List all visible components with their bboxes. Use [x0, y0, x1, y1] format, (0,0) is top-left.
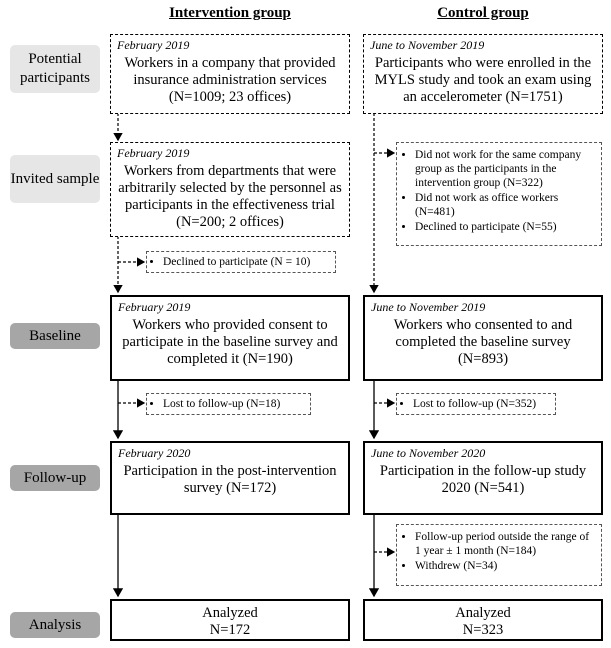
ctl-followup-exclusion-item: Follow-up period outside the range of 1 … [415, 530, 595, 558]
ctl-exclusion-item: Declined to participate (N=55) [415, 220, 595, 234]
int-declined-note: Declined to participate (N = 10) [146, 251, 336, 273]
ctl-followup-text: Participation in the follow-up study 202… [379, 463, 587, 496]
ctl-lost-item: Lost to follow-up (N=352) [413, 397, 549, 411]
int-baseline-text: Workers who provided consent to particip… [122, 317, 338, 367]
int-analysis-line2: N=172 [209, 622, 251, 638]
ctl-potential-text: Participants who were enrolled in the MY… [374, 55, 592, 105]
stage-potential-participants: Potential participants [10, 45, 100, 93]
ctl-baseline-text: Workers who consented to and completed t… [393, 317, 573, 367]
int-lost-item: Lost to follow-up (N=18) [163, 397, 304, 411]
int-followup-text: Participation in the post-intervention s… [123, 463, 337, 496]
int-declined-item: Declined to participate (N = 10) [163, 255, 329, 269]
int-analysis-line1: Analyzed [202, 605, 258, 621]
ctl-exclusions-note: Did not work for the same company group … [396, 142, 602, 246]
stage-follow-up: Follow-up [10, 465, 100, 491]
ctl-followup-exclusions-note: Follow-up period outside the range of 1 … [396, 524, 602, 586]
int-analysis-box: Analyzed N=172 [110, 599, 350, 641]
stage-analysis: Analysis [10, 612, 100, 638]
ctl-analysis-line2: N=323 [462, 622, 504, 638]
int-potential-date: February 2019 [117, 38, 190, 52]
ctl-analysis-box: Analyzed N=323 [363, 599, 603, 641]
stage-invited-sample: Invited sample [10, 155, 100, 203]
ctl-exclusion-item: Did not work as office workers (N=481) [415, 191, 595, 219]
ctl-followup-date: June to November 2020 [371, 446, 486, 460]
ctl-lost-note: Lost to follow-up (N=352) [396, 393, 556, 415]
ctl-followup-box: June to November 2020 Participation in t… [363, 441, 603, 515]
int-followup-date: February 2020 [118, 446, 191, 460]
ctl-baseline-box: June to November 2019 Workers who consen… [363, 295, 603, 381]
int-invited-box: February 2019 Workers from departments t… [110, 142, 350, 237]
ctl-potential-date: June to November 2019 [370, 38, 485, 52]
control-header: Control group [437, 5, 529, 21]
ctl-baseline-date: June to November 2019 [371, 300, 486, 314]
ctl-exclusion-item: Did not work for the same company group … [415, 148, 595, 190]
int-baseline-box: February 2019 Workers who provided conse… [110, 295, 350, 381]
ctl-followup-exclusion-item: Withdrew (N=34) [415, 559, 595, 573]
ctl-analysis-line1: Analyzed [455, 605, 511, 621]
ctl-potential-box: June to November 2019 Participants who w… [363, 34, 603, 114]
intervention-header: Intervention group [169, 5, 291, 21]
int-baseline-date: February 2019 [118, 300, 191, 314]
int-invited-date: February 2019 [117, 146, 190, 160]
int-followup-box: February 2020 Participation in the post-… [110, 441, 350, 515]
stage-baseline: Baseline [10, 323, 100, 349]
int-lost-note: Lost to follow-up (N=18) [146, 393, 311, 415]
int-potential-box: February 2019 Workers in a company that … [110, 34, 350, 114]
int-potential-text: Workers in a company that provided insur… [124, 55, 336, 105]
int-invited-text: Workers from departments that were arbit… [118, 163, 342, 230]
